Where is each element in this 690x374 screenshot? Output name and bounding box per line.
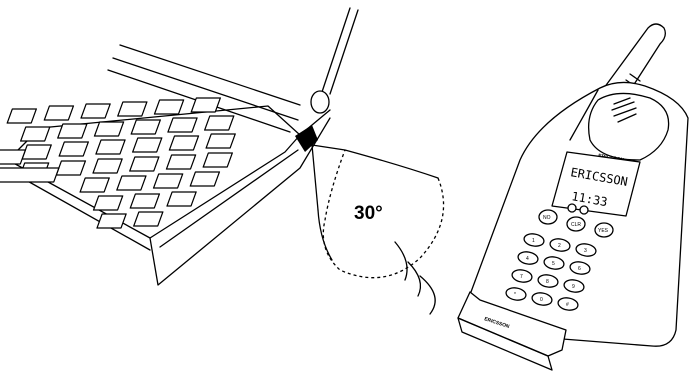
svg-text:0: 0 — [540, 297, 543, 303]
hinge-knob — [311, 91, 329, 113]
svg-text:9: 9 — [572, 284, 575, 290]
infrared-beam: 30° — [312, 145, 444, 314]
svg-text:#: # — [566, 302, 569, 308]
svg-text:4: 4 — [526, 256, 529, 262]
svg-text:8: 8 — [546, 279, 549, 285]
svg-text:CLR: CLR — [571, 222, 581, 228]
svg-text:6: 6 — [578, 266, 581, 272]
svg-text:NO: NO — [543, 215, 551, 221]
ir-port — [295, 125, 318, 152]
nav-left-button[interactable] — [568, 204, 576, 212]
laptop — [0, 8, 358, 285]
svg-text:*: * — [514, 292, 516, 298]
beam-angle-label: 30° — [354, 203, 383, 224]
nav-right-button[interactable] — [580, 206, 588, 214]
svg-text:7: 7 — [520, 274, 523, 280]
keyboard — [0, 98, 235, 228]
svg-text:1: 1 — [532, 238, 535, 244]
svg-text:YES: YES — [598, 228, 609, 234]
svg-text:5: 5 — [552, 261, 555, 267]
svg-text:3: 3 — [584, 248, 587, 254]
svg-text:2: 2 — [558, 243, 561, 249]
mobile-phone: ERICSSON ERICSSON 11:33 NO CLR YES 1 2 3… — [458, 24, 688, 370]
